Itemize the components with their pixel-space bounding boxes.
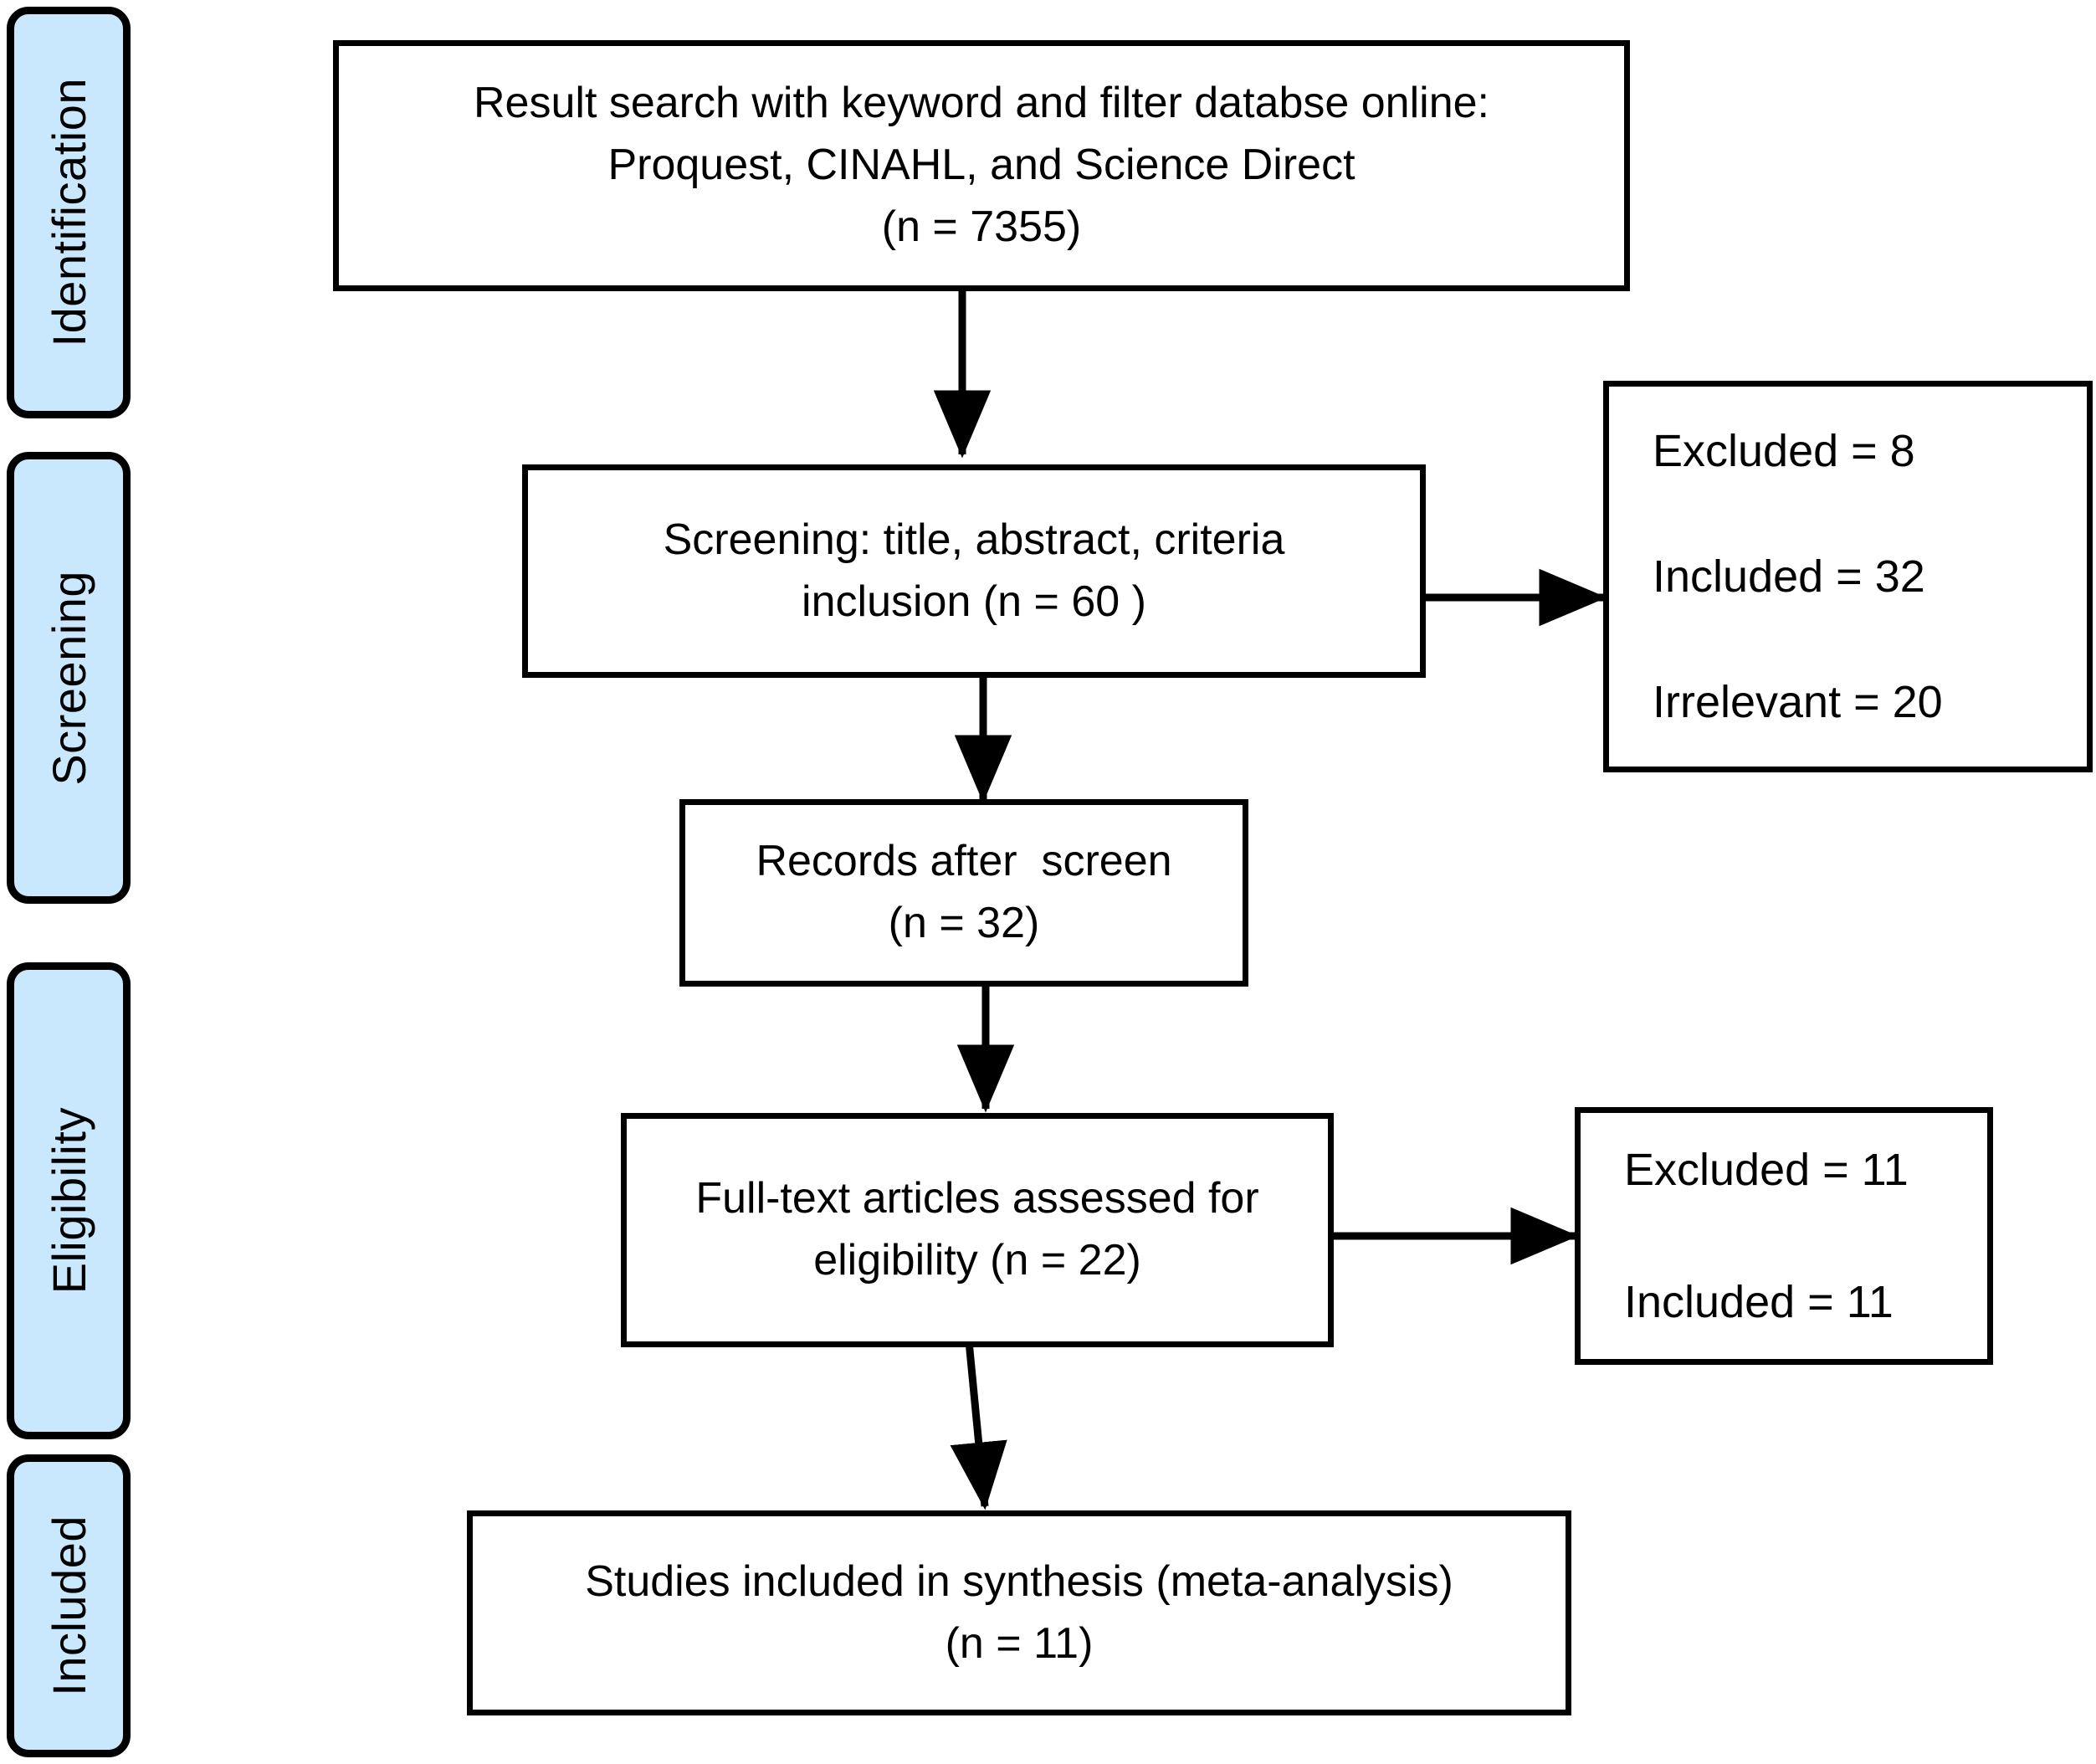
screening-exclusions-line-1: Excluded = 8 bbox=[1653, 426, 1915, 476]
box-screening-line-1: Screening: title, abstract, criteria bbox=[663, 515, 1285, 564]
screening-exclusions-line-3: Irrelevant = 20 bbox=[1653, 677, 1943, 727]
box-included: Studies included in synthesis (meta-anal… bbox=[467, 1510, 1571, 1715]
eligibility-exclusions-line-2: Included = 11 bbox=[1624, 1277, 1894, 1327]
box-included-line-2: (n = 11) bbox=[945, 1618, 1094, 1668]
box-full-text-line-2: eligibility (n = 22) bbox=[813, 1236, 1141, 1285]
box-screening-line-2: inclusion (n = 60 ) bbox=[802, 577, 1146, 626]
box-full-text-line-1: Full-text articles assessed for bbox=[695, 1174, 1259, 1223]
stage-pill-included: Included bbox=[7, 1454, 131, 1757]
box-included-line-1: Studies included in synthesis (meta-anal… bbox=[585, 1556, 1453, 1606]
box-eligibility-exclusions: Excluded = 11 Included = 11 bbox=[1575, 1107, 1993, 1365]
stage-label-identification: Identification bbox=[42, 78, 95, 347]
stage-label-screening: Screening bbox=[42, 570, 95, 786]
box-records-line-2: (n = 32) bbox=[888, 899, 1040, 947]
stage-label-included: Included bbox=[42, 1515, 95, 1696]
box-identification-line-1: Result search with keyword and filter da… bbox=[474, 79, 1489, 128]
screening-exclusions-line-2: Included = 32 bbox=[1653, 551, 1925, 602]
box-identification: Result search with keyword and filter da… bbox=[333, 40, 1630, 291]
box-identification-line-2: Proquest, CINAHL, and Science Direct bbox=[607, 141, 1355, 190]
box-identification-line-3: (n = 7355) bbox=[881, 202, 1082, 251]
box-screening-exclusions: Excluded = 8 Included = 32 Irrelevant = … bbox=[1603, 381, 2093, 772]
box-records-after-screen: Records after screen (n = 32) bbox=[679, 799, 1248, 987]
box-screening: Screening: title, abstract, criteria inc… bbox=[522, 464, 1426, 678]
connector-fulltext-to-included bbox=[950, 1341, 1007, 1510]
stage-pill-eligibility: Eligibility bbox=[7, 962, 131, 1439]
stage-pill-screening: Screening bbox=[7, 452, 131, 904]
box-full-text: Full-text articles assessed for eligibil… bbox=[621, 1113, 1334, 1347]
stage-label-eligibility: Eligibility bbox=[42, 1107, 95, 1295]
stage-pill-identification: Identification bbox=[7, 7, 131, 418]
eligibility-exclusions-line-1: Excluded = 11 bbox=[1624, 1145, 1909, 1195]
box-records-line-1: Records after screen bbox=[756, 837, 1172, 886]
